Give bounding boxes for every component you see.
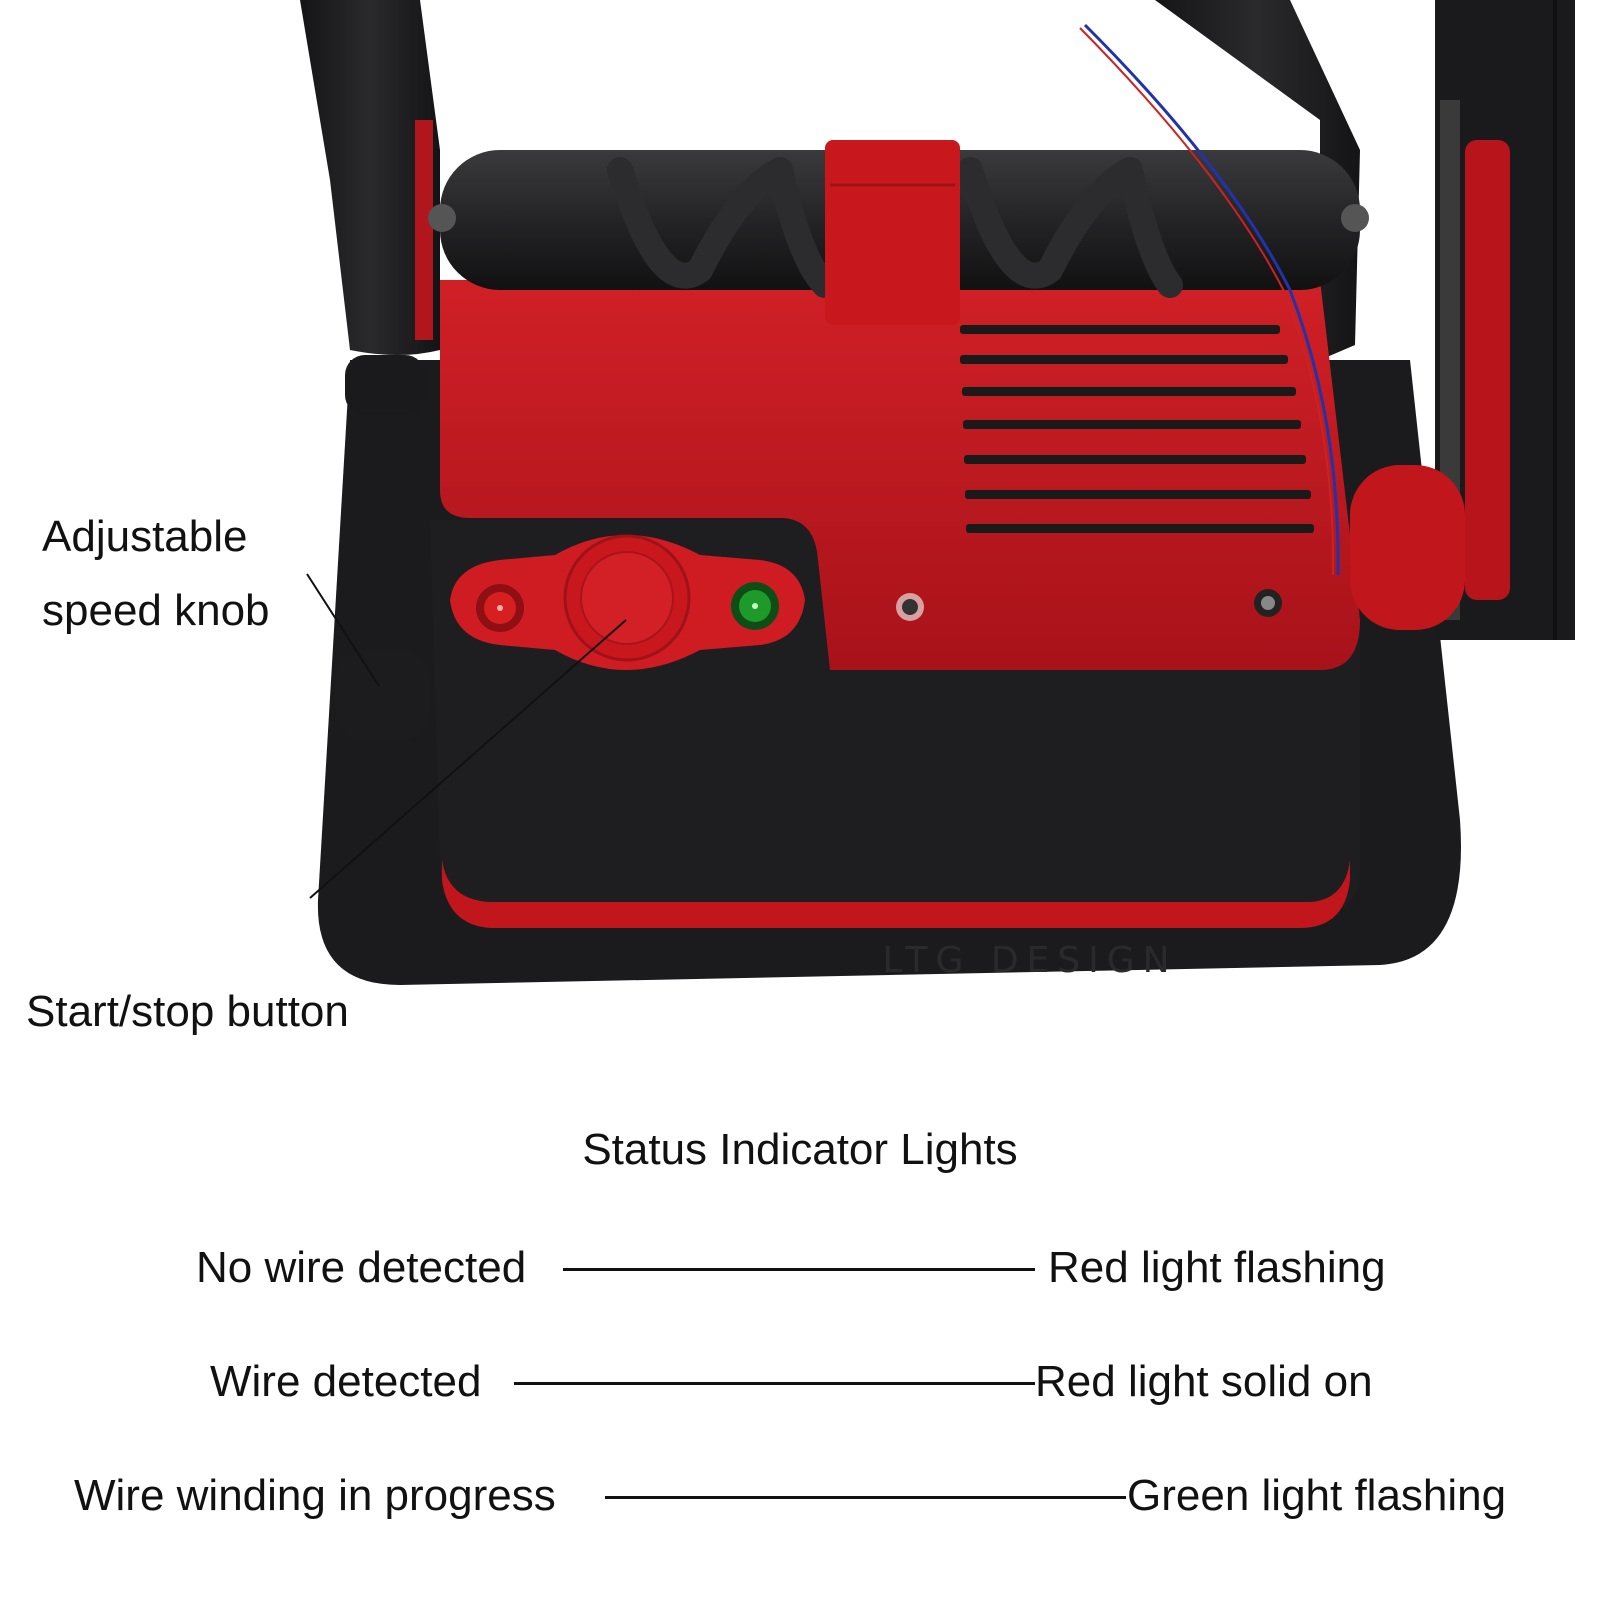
speed-knob-leader-line: [306, 573, 380, 687]
base-engraving: LTG DESIGN: [882, 940, 1177, 981]
wire: [1083, 23, 1340, 576]
screw-left: [896, 593, 924, 621]
spindle-clamp: [825, 140, 960, 325]
left-arm: [300, 0, 440, 355]
start-stop-button-label: Start/stop button: [26, 987, 349, 1036]
status-row: Wire detected Red light solid on: [0, 1352, 1600, 1412]
red-top-cover: [440, 280, 1360, 670]
right-red-knob: [1350, 465, 1465, 630]
status-row: Wire winding in progress Green light fla…: [0, 1466, 1600, 1526]
status-connector-line: [605, 1496, 1126, 1499]
spindle-end-right: [1341, 204, 1369, 232]
status-condition: No wire detected: [196, 1243, 527, 1292]
status-connector-line: [514, 1382, 1035, 1385]
status-condition: Wire winding in progress: [74, 1471, 556, 1520]
status-light-result: Green light flashing: [1127, 1471, 1507, 1520]
button-leader-line: [309, 619, 627, 899]
right-arm-gear: [1465, 140, 1510, 600]
speed-knob-label: Adjustable speed knob: [42, 500, 270, 648]
vent-slots: [960, 325, 1314, 533]
status-condition: Wire detected: [210, 1357, 482, 1406]
status-light-result: Red light solid on: [1035, 1357, 1373, 1406]
right-arm: [1155, 0, 1360, 360]
speed-knob-label-line2: speed knob: [42, 586, 270, 635]
spindle-spring: [607, 157, 1183, 298]
spindle-end-left: [428, 204, 456, 232]
status-lights-title: Status Indicator Lights: [582, 1125, 1018, 1174]
speed-knob-label-line1: Adjustable: [42, 512, 248, 561]
status-row: No wire detected Red light flashing: [0, 1238, 1600, 1298]
status-light-result: Red light flashing: [1048, 1243, 1386, 1292]
screw-right: [1254, 589, 1282, 617]
housing-red-rim: [442, 860, 1350, 928]
speed-knob: [335, 650, 430, 740]
wire-winder-device-illustration: LTG DESIGN: [300, 0, 1575, 985]
left-arm-slot: [415, 120, 433, 340]
status-connector-line: [563, 1268, 1035, 1271]
